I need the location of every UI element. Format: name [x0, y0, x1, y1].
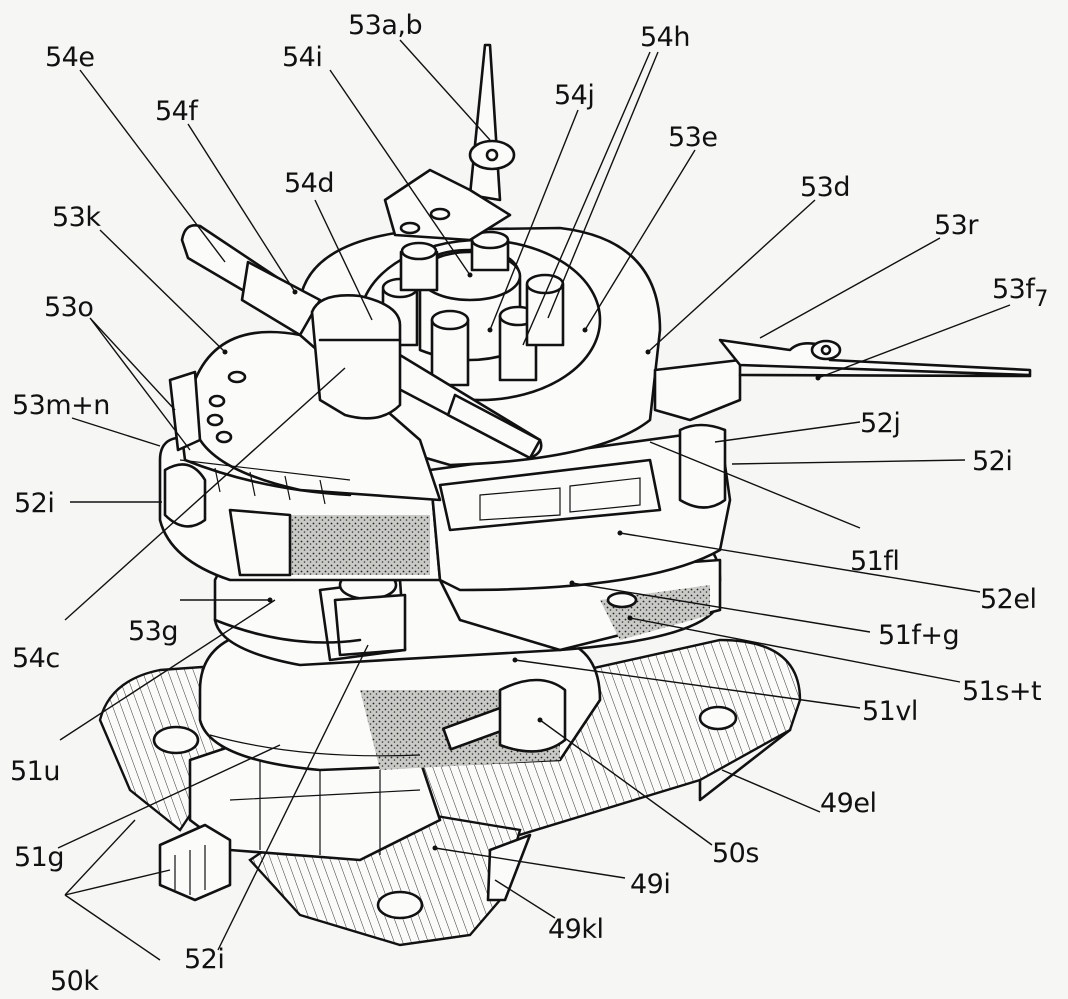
label-49i: 49i — [630, 869, 670, 900]
label-54i: 54i — [282, 42, 322, 73]
label-50s: 50s — [712, 838, 759, 869]
leader-lines — [57, 39, 1011, 961]
label-53e: 53e — [668, 122, 717, 153]
label-54c: 54c — [12, 643, 60, 674]
callout-labels: 53a,b 54h 54e 54i 54j 54f 53e 54d 53d 53… — [10, 10, 1048, 997]
corner-gun-tub-left — [158, 823, 232, 902]
side-gun-50s — [442, 678, 567, 753]
label-49el: 49el — [820, 788, 876, 819]
label-53f7: 53f7 — [992, 274, 1048, 312]
label-53g: 53g — [128, 616, 178, 647]
label-49kl: 49kl — [548, 914, 604, 945]
leader-dots — [222, 272, 821, 851]
label-51fl: 51fl — [850, 546, 899, 577]
label-53mn: 53m+n — [12, 390, 110, 421]
label-54d: 54d — [284, 168, 334, 199]
label-54e: 54e — [45, 42, 94, 73]
label-51g: 51g — [14, 842, 64, 873]
boom-arm — [718, 338, 1032, 378]
label-51st: 51s+t — [962, 676, 1041, 707]
label-52i-right: 52i — [972, 446, 1012, 477]
director-mast — [383, 43, 516, 242]
label-53o: 53o — [44, 292, 93, 323]
label-52i-left: 52i — [14, 488, 54, 519]
label-51vl: 51vl — [862, 696, 918, 727]
label-52j: 52j — [860, 408, 900, 439]
label-51u: 51u — [10, 756, 60, 787]
gun-barrels — [180, 224, 543, 460]
deck-tubes — [381, 230, 565, 387]
label-54j: 54j — [554, 80, 594, 111]
label-53d: 53d — [800, 172, 850, 203]
label-51fg: 51f+g — [878, 620, 959, 651]
label-54h: 54h — [640, 22, 690, 53]
label-53r: 53r — [934, 210, 979, 241]
label-54f: 54f — [155, 96, 199, 127]
label-50k: 50k — [50, 966, 99, 997]
label-53ab: 53a,b — [348, 10, 422, 41]
label-52el: 52el — [980, 584, 1036, 615]
label-52i-bottom: 52i — [184, 944, 224, 975]
label-53k: 53k — [52, 202, 101, 233]
